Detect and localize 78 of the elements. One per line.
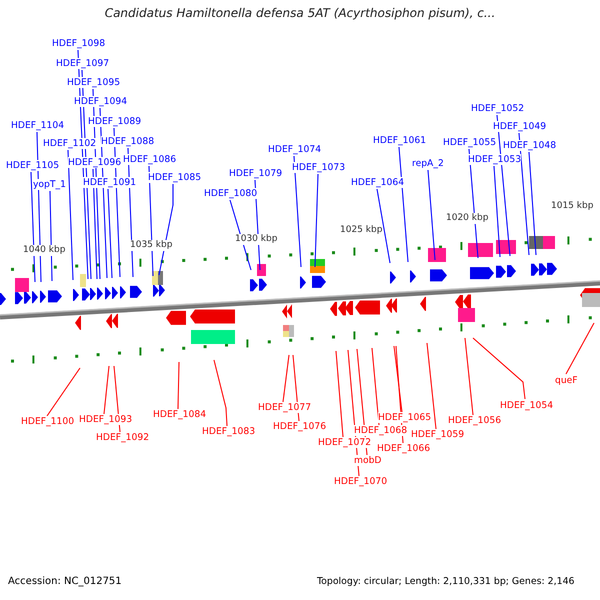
gene-label: HDEF_1061 (373, 135, 426, 146)
leader-line (30, 172, 36, 282)
leader-line (398, 146, 408, 262)
gene-label: queF (555, 375, 578, 386)
gene-label: HDEF_1059 (411, 429, 464, 440)
gene-label: HDEF_1052 (471, 103, 524, 114)
leader-line (376, 188, 390, 264)
gene-label: HDEF_1095 (67, 77, 120, 88)
leader-line (566, 322, 594, 374)
scale-label: 1040 kbp (23, 245, 66, 256)
gene-label: HDEF_1065 (378, 412, 432, 423)
accession-text: Accession: NC_012751 (8, 576, 122, 587)
gene-label: yopT_1 (33, 179, 66, 190)
leader-line (92, 168, 98, 280)
gene-label: HDEF_1072 (318, 437, 372, 448)
gene-label: HDEF_1085 (148, 172, 202, 183)
gene-label: HDEF_1056 (448, 415, 502, 426)
leader-line (372, 348, 380, 426)
gene-label: HDEF_1070 (334, 476, 388, 487)
scale-label: 1020 kbp (446, 213, 488, 224)
leader-line (464, 338, 474, 416)
leader-line (158, 184, 174, 276)
gene-label: HDEF_1079 (229, 168, 282, 179)
leader-line (178, 362, 180, 410)
gene-label: HDEF_1076 (273, 421, 326, 432)
scale-label: 1035 kbp (130, 240, 172, 251)
leader-line (472, 338, 526, 400)
gene-label: HDEF_1068 (354, 425, 408, 436)
gene-label: HDEF_1098 (52, 38, 106, 49)
gene-label: HDEF_1100 (21, 416, 74, 427)
leader-line (428, 170, 436, 260)
gene-label: HDEF_1074 (268, 144, 322, 155)
leader-line (50, 190, 52, 282)
gene-label: HDEF_1049 (493, 121, 546, 132)
gene-label: HDEF_1094 (74, 96, 128, 107)
leader-line (518, 132, 530, 256)
gene-label: HDEF_1093 (79, 414, 132, 425)
gene-label: HDEF_1088 (101, 136, 154, 147)
gene-label: HDEF_1086 (123, 154, 176, 165)
leader-line (394, 346, 402, 412)
gene-label: HDEF_1084 (153, 409, 206, 420)
gene-label: HDEF_1092 (96, 432, 150, 443)
scale-label: 1030 kbp (235, 234, 278, 245)
gene-label: HDEF_1104 (11, 120, 64, 131)
gene-label: mobD (354, 455, 382, 466)
gene-label: HDEF_1083 (202, 426, 256, 437)
gene-label: HDEF_1105 (6, 160, 60, 171)
gene-label: HDEF_1054 (500, 400, 554, 411)
leader-line (108, 188, 112, 278)
gene-label: repA_2 (412, 158, 444, 169)
gene-label: HDEF_1077 (258, 402, 312, 413)
gene-label: HDEF_1080 (204, 188, 258, 199)
gene-label: HDEF_1064 (351, 177, 404, 188)
gene-label: HDEF_1053 (468, 154, 522, 165)
leader-line (282, 354, 290, 402)
leader-line (426, 342, 436, 430)
gene-label: HDEF_1048 (503, 140, 556, 151)
gene-label: HDEF_1102 (43, 138, 96, 149)
leader-line (494, 166, 500, 258)
leader-line (314, 174, 318, 268)
leader-line (214, 360, 228, 426)
leader-line (496, 114, 510, 256)
genome-summary-text: Topology: circular; Length: 2,110,331 bp; Genes: 2,146 (317, 576, 575, 587)
scale-label: 1025 kbp (340, 225, 382, 236)
gene-label: HDEF_1073 (292, 162, 346, 173)
leader-line (46, 368, 80, 416)
gene-label: HDEF_1091 (83, 177, 136, 188)
leader-line (104, 366, 110, 414)
gene-label: HDEF_1066 (377, 443, 430, 454)
gene-label: HDEF_1055 (443, 137, 496, 148)
leader-line (336, 350, 344, 438)
leader-line (68, 150, 74, 280)
gene-label: HDEF_1096 (68, 157, 122, 168)
scale-label: 1015 kbp (551, 201, 594, 212)
leader-line (294, 156, 302, 268)
gene-label: HDEF_1089 (88, 116, 142, 127)
leader-line (528, 152, 536, 256)
gene-label: HDEF_1097 (56, 58, 110, 69)
